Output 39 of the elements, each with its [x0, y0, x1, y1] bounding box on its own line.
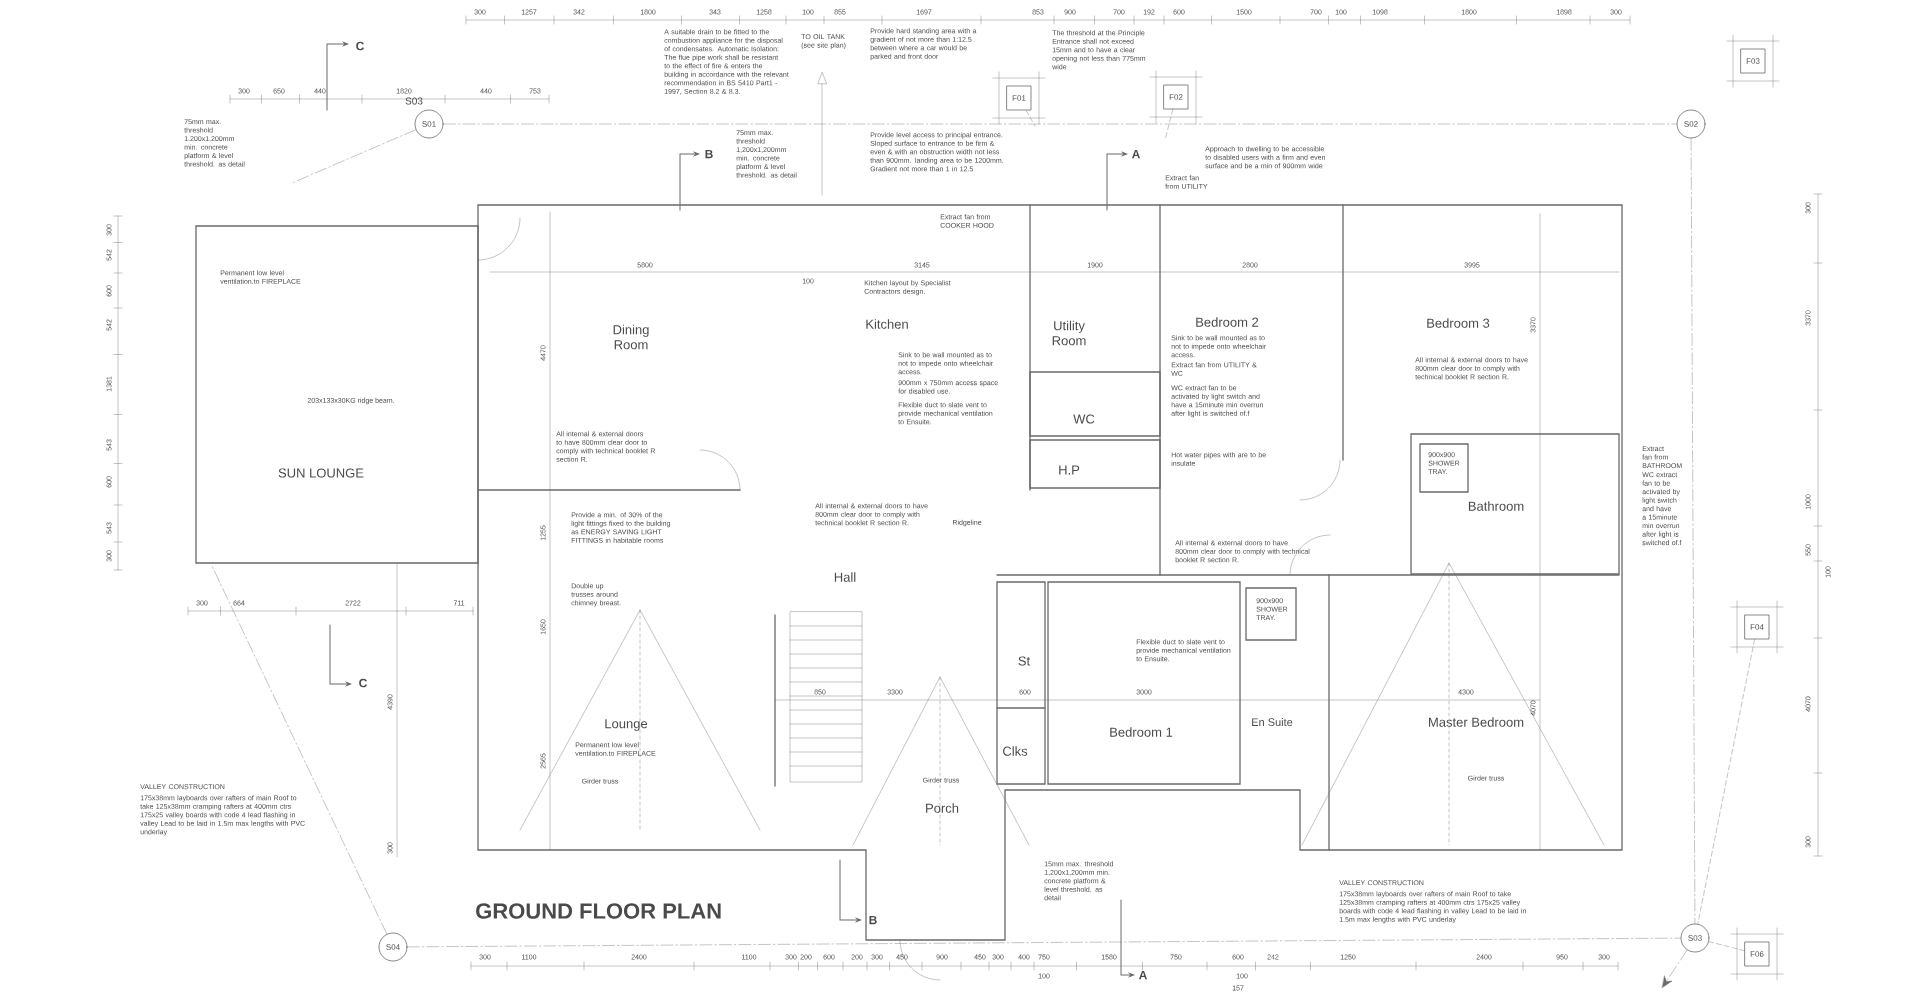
room-label: Clks [1003, 746, 1028, 756]
section-letter: A [1132, 149, 1140, 159]
drain-line [1708, 941, 1745, 951]
foundation-box: F01 [1006, 85, 1032, 111]
plan-title: GROUND FLOOR PLAN [476, 903, 721, 919]
drain-line [1690, 138, 1696, 924]
room-label: St [1018, 656, 1031, 666]
room-label: Dining Room [613, 324, 649, 350]
room-label: Utility Room [1052, 320, 1086, 346]
drain-line [1164, 109, 1174, 141]
room-label: SUN LOUNGE [278, 468, 364, 478]
section-letter: C [359, 678, 367, 688]
section-letter: B [705, 149, 713, 159]
room-label: Bathroom [1468, 501, 1524, 511]
drain-line [291, 129, 416, 184]
room-label: Porch [926, 803, 959, 813]
room-label: H.P [1059, 465, 1080, 475]
room-label: Lounge [605, 719, 648, 731]
section-letter: B [869, 915, 877, 925]
drain-line [1697, 639, 1755, 925]
room-label: Bedroom 1 [1110, 727, 1173, 737]
foundation-box: F04 [1744, 614, 1770, 640]
drain-line [407, 937, 1681, 948]
section-letter: A [1139, 970, 1147, 980]
drain-line [211, 565, 388, 935]
drain-label: S03 [405, 97, 423, 105]
room-label: Bedroom 3 [1427, 318, 1490, 328]
foundation-box: F03 [1740, 48, 1766, 74]
drain-line [1662, 949, 1688, 988]
room-label: WC [1073, 414, 1095, 424]
room-label: Bedroom 2 [1196, 317, 1259, 327]
room-label: Hall [834, 572, 856, 582]
drain-line [1025, 110, 1036, 127]
room-label: En Suite [1252, 718, 1293, 727]
room-label: Master Bedroom [1429, 717, 1524, 727]
section-letter: C [356, 41, 364, 51]
foundation-box: F02 [1163, 84, 1189, 110]
room-label: Kitchen [866, 319, 908, 329]
foundation-box: F06 [1744, 941, 1770, 967]
